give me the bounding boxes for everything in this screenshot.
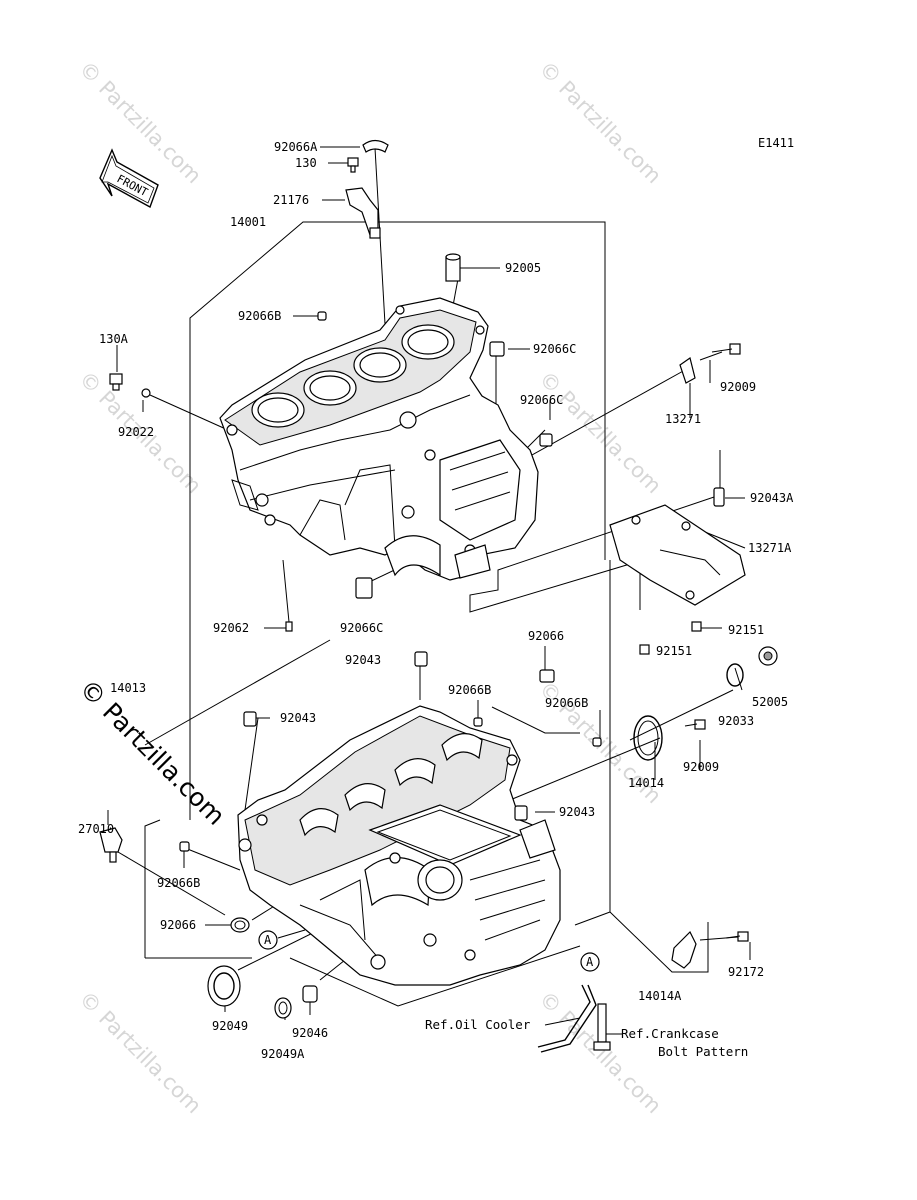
- marker-a-text: A: [586, 955, 594, 969]
- part-label: 92066C: [520, 393, 563, 407]
- part-label: 92151: [656, 644, 692, 658]
- marker-a-ref: A: [580, 952, 600, 972]
- part-label: 92009: [720, 380, 756, 394]
- front-arrow-icon: FRONT: [99, 148, 159, 209]
- part-label: 92066B: [238, 309, 281, 323]
- ref-oil-cooler: Ref.Oil Cooler: [425, 1017, 531, 1032]
- part-label: 92046: [292, 1026, 328, 1040]
- upper-crankcase: [219, 297, 539, 581]
- part-label: 14001: [230, 215, 266, 229]
- part-label: 92172: [728, 965, 764, 979]
- part-label: 52005: [752, 695, 788, 709]
- marker-a-text: A: [264, 933, 272, 947]
- small-parts: [99, 139, 778, 1053]
- part-label: 92066B: [545, 696, 588, 710]
- part-label: 92066: [528, 629, 564, 643]
- part-label: 14013: [110, 681, 146, 695]
- part-label: 14014: [628, 776, 664, 790]
- watermark-prominent: © Partzilla.com: [74, 674, 231, 831]
- reference-notes: Ref.Oil Cooler Ref.Crankcase Bolt Patter…: [425, 1017, 748, 1059]
- part-label: 92066A: [274, 140, 318, 154]
- part-label: 92043: [345, 653, 381, 667]
- part-label: 130: [295, 156, 317, 170]
- watermark: © Partzilla.com: [74, 987, 206, 1119]
- part-label: 92066C: [533, 342, 576, 356]
- diagram-code: E1411: [758, 136, 794, 150]
- part-label: 92066B: [157, 876, 200, 890]
- part-label: 92151: [728, 623, 764, 637]
- part-label: 13271: [665, 412, 701, 426]
- lower-crankcase: [237, 705, 561, 986]
- watermark: © Partzilla.com: [74, 57, 206, 189]
- part-label: 92043A: [750, 491, 794, 505]
- part-label: 92066: [160, 918, 196, 932]
- watermark: © Partzilla.com: [534, 367, 666, 499]
- part-label: 92049A: [261, 1047, 305, 1061]
- part-label: 92049: [212, 1019, 248, 1033]
- part-label: 13271A: [748, 541, 792, 555]
- part-label: 92043: [280, 711, 316, 725]
- part-label: 92062: [213, 621, 249, 635]
- part-label: 92066B: [448, 683, 491, 697]
- part-label: 21176: [273, 193, 309, 207]
- part-label: 130A: [99, 332, 129, 346]
- ref-crankcase: Ref.Crankcase: [621, 1026, 719, 1041]
- watermark: © Partzilla.com: [534, 57, 666, 189]
- part-label: 92043: [559, 805, 595, 819]
- ref-bolt-pattern: Bolt Pattern: [658, 1044, 748, 1059]
- part-label: 92033: [718, 714, 754, 728]
- part-number-labels: 92066A 130 21176 14001 92005 92066B 9206…: [78, 140, 794, 1061]
- part-label: 92022: [118, 425, 154, 439]
- part-label: 92009: [683, 760, 719, 774]
- marker-a-lower: A: [258, 930, 278, 950]
- part-label: 27010: [78, 822, 114, 836]
- part-label: 92005: [505, 261, 541, 275]
- part-label: 14014A: [638, 989, 682, 1003]
- part-label: 92066C: [340, 621, 383, 635]
